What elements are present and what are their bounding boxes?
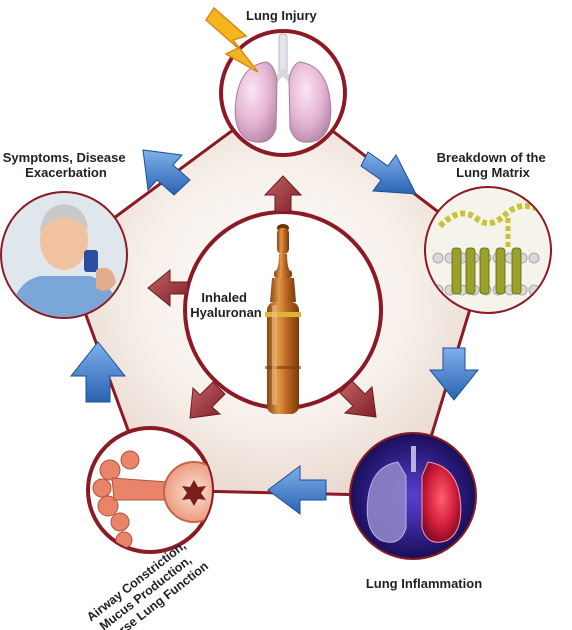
- lightning-bolt-icon: [205, 6, 259, 73]
- node-label-inflammation: Lung Inflammation: [366, 576, 482, 591]
- red-arrow-up: [263, 175, 303, 213]
- blue-arrow-inflammation-to-airway: [267, 465, 327, 515]
- node-inflammation: Lung Inflammation: [349, 432, 482, 591]
- blue-arrow-symptoms-to-injury: [142, 149, 191, 196]
- red-arrow-down-right: [339, 380, 377, 418]
- node-label-breakdown: Breakdown of the Lung Matrix: [437, 150, 550, 180]
- blue-arrow-breakdown-to-inflammation: [428, 347, 480, 401]
- node-lung-injury: Lung Injury: [205, 6, 347, 157]
- airway-lumen-icon: [182, 480, 206, 506]
- red-arrows: [147, 175, 377, 419]
- node-label-lung-injury: Lung Injury: [246, 8, 318, 23]
- red-arrow-down-left: [189, 381, 226, 419]
- node-symptoms: Symptoms, Disease Exacerbation: [0, 150, 129, 319]
- center-label-line-1: Inhaled: [201, 290, 247, 305]
- blue-arrows: [69, 149, 480, 515]
- node-breakdown: Breakdown of the Lung Matrix: [424, 150, 552, 314]
- red-arrow-left: [147, 268, 189, 308]
- center-label: Inhaled Hyaluronan: [190, 290, 262, 320]
- blue-arrow-airway-to-symptoms: [69, 341, 127, 403]
- blue-arrow-injury-to-breakdown: [360, 151, 417, 195]
- patient-with-inhaler-icon: [2, 193, 126, 317]
- center-label-line-2: Hyaluronan: [190, 305, 262, 320]
- node-airway: Airway Constriction, Mucus Production, W…: [84, 426, 214, 630]
- node-label-symptoms: Symptoms, Disease Exacerbation: [3, 150, 129, 180]
- ampoule-illustration: [265, 224, 301, 414]
